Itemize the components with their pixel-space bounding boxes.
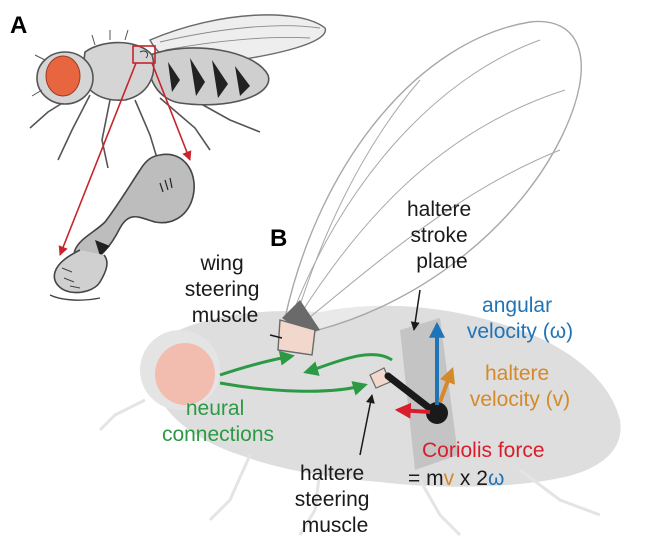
haltere-steering-muscle-label: haltere steering muscle xyxy=(295,462,376,537)
coriolis-force-label: Coriolis force xyxy=(422,439,545,462)
coriolis-force-vector xyxy=(398,410,430,412)
panel-a: A xyxy=(10,12,325,300)
wing-icon xyxy=(282,21,581,335)
angular-velocity-label: angular velocity (ω) xyxy=(467,294,573,343)
haltere-stroke-plane-label: haltere stroke plane xyxy=(407,198,477,273)
eye xyxy=(155,343,215,405)
coriolis-equation: = mv x 2ω xyxy=(408,467,504,490)
panel-b-letter: B xyxy=(270,225,287,252)
wing-steering-muscle-label: wing steering muscle xyxy=(185,252,266,327)
housefly-icon xyxy=(30,15,325,168)
panel-a-letter: A xyxy=(10,12,27,39)
